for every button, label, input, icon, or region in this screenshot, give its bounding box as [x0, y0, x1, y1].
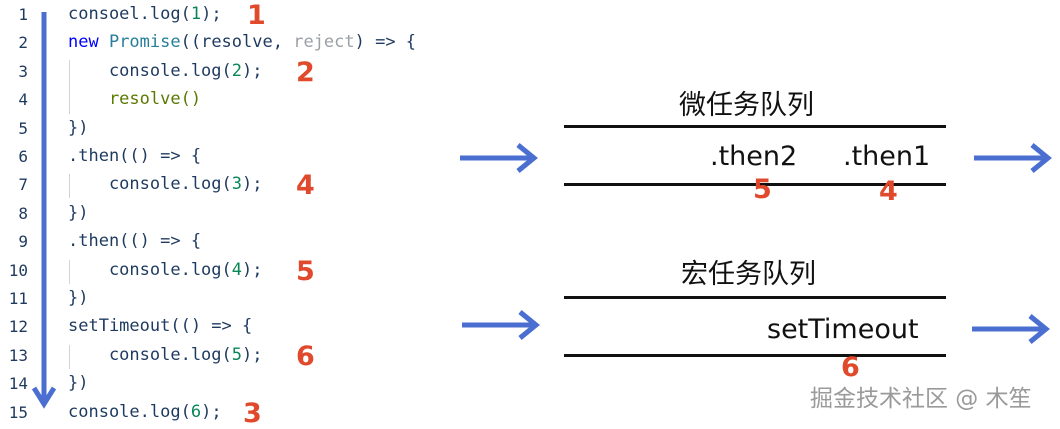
code-token: Promise [108, 32, 181, 53]
code-line: }) [68, 118, 88, 138]
indent-guide [69, 345, 70, 369]
micro-queue-bottom-line [564, 183, 946, 186]
code-token: (() => { [170, 316, 253, 337]
watermark: 掘金技术社区 @ 木笙 [810, 386, 1032, 412]
line-number: 12 [8, 317, 28, 337]
line-number: 7 [18, 175, 28, 195]
line-number: 15 [8, 402, 28, 422]
execution-step-label: 2 [296, 56, 315, 88]
code-line: }) [68, 288, 88, 308]
macro-queue-order-label: 6 [841, 352, 860, 383]
code-token: ) => { [354, 32, 417, 53]
line-number: 5 [18, 118, 28, 138]
code-line: }) [68, 203, 88, 223]
micro-queue-exit-arrow-icon [974, 143, 1052, 173]
execution-step-label: 6 [296, 340, 315, 372]
code-line: console.log(3); [68, 174, 263, 194]
code-token: }) [68, 288, 89, 308]
code-token: ); [242, 174, 263, 195]
code-line: consoel.log(1); [68, 4, 222, 24]
code-line: console.log(6); [68, 402, 222, 422]
micro-queue-top-line [564, 125, 946, 128]
micro-queue-item: .then2 [710, 141, 798, 172]
macro-queue-item: setTimeout [767, 314, 919, 345]
micro-queue-title: 微任务队列 [679, 90, 814, 121]
code-token: ); [242, 344, 263, 365]
code-line: }) [68, 373, 88, 393]
code-token: consoel.log( [68, 4, 191, 24]
micro-queue-order-label: 4 [879, 176, 898, 207]
code-token: ); [201, 401, 222, 422]
indent-guide [69, 174, 70, 198]
code-line: new Promise((resolve, reject) => { [68, 32, 416, 52]
macro-queue-top-line [564, 296, 946, 299]
code-token: }) [68, 202, 89, 223]
code-token: console.log( [68, 174, 232, 195]
execution-step-label: 5 [296, 255, 315, 287]
execution-order-arrow [32, 12, 56, 409]
code-token: setTimeout [68, 316, 171, 337]
line-number: 11 [8, 289, 28, 308]
line-number: 8 [18, 203, 28, 223]
macro-queue-exit-arrow-icon [972, 314, 1050, 344]
code-token: ); [242, 259, 263, 280]
code-token: reject [293, 32, 355, 53]
code-token: 5 [231, 344, 243, 365]
code-token: 1 [190, 4, 202, 24]
line-number: 4 [18, 90, 28, 110]
line-number: 2 [18, 33, 28, 53]
code-line: console.log(5); [68, 345, 263, 365]
indent-guide [69, 60, 70, 114]
code-token: ); [242, 60, 263, 81]
code-token: console.log( [68, 344, 232, 365]
line-number: 1 [18, 5, 28, 24]
execution-step-label: 1 [247, 0, 266, 31]
micro-queue-enter-arrow-icon [460, 143, 538, 173]
code-line: setTimeout(() => { [68, 316, 252, 336]
code-line: .then(() => { [68, 146, 201, 166]
code-token: ((resolve, [180, 32, 294, 53]
code-token: .then(() => { [68, 146, 202, 166]
code-token: 3 [231, 174, 243, 195]
macro-queue-bottom-line [564, 354, 946, 357]
code-token: new [68, 32, 109, 53]
indent-guide [69, 260, 70, 284]
execution-step-label: 3 [243, 397, 262, 429]
code-token: 2 [231, 60, 243, 81]
code-token: console.log( [68, 60, 232, 81]
line-number: 13 [8, 345, 28, 365]
code-token: console.log( [68, 401, 191, 422]
code-token: }) [68, 373, 89, 394]
code-token: 6 [190, 401, 202, 422]
line-number: 9 [18, 232, 28, 252]
code-line: console.log(2); [68, 61, 263, 81]
line-number: 3 [18, 61, 28, 81]
code-token: .then(() => { [68, 231, 202, 252]
line-number: 14 [8, 374, 28, 394]
macro-queue-enter-arrow-icon [462, 310, 540, 340]
macro-queue-title: 宏任务队列 [681, 259, 816, 290]
code-line: console.log(4); [68, 260, 263, 280]
code-token: 4 [231, 259, 243, 280]
micro-queue-item: .then1 [843, 141, 931, 172]
code-token: }) [68, 117, 89, 138]
execution-step-label: 4 [296, 170, 315, 202]
code-token: resolve() [68, 89, 202, 110]
micro-queue-order-label: 5 [753, 174, 772, 205]
code-token: ); [201, 4, 222, 24]
code-line: .then(() => { [68, 231, 201, 251]
code-line: resolve() [68, 89, 201, 109]
line-number: 10 [8, 260, 28, 280]
line-number: 6 [18, 147, 28, 166]
code-token: console.log( [68, 259, 232, 280]
